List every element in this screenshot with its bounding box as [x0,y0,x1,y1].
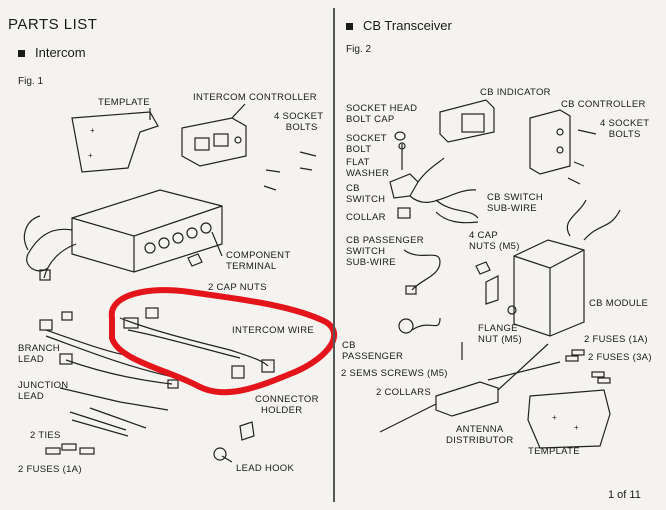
template-part [71,111,159,173]
figure-label-2: Fig. 2 [346,44,372,55]
section-intercom: Intercom [18,45,86,60]
label-cb-module: CB MODULE [589,298,649,309]
column-divider [333,8,335,502]
svg-text:+: + [90,126,95,135]
label-cap-nuts-left: 2 CAP NUTS [208,282,267,293]
label-cb-indicator: CB INDICATOR [480,87,551,98]
svg-text:+: + [88,151,93,160]
bullet-icon [346,23,353,31]
section-cb-transceiver: CB Transceiver [346,18,452,33]
label-collar: COLLAR [346,212,386,223]
highlight-circle [108,287,337,396]
component-terminal-part [71,189,223,273]
page-title: PARTS LIST [8,16,98,33]
label-fuses-3a: 2 FUSES (3A) [588,352,652,363]
label-fuses-1a: 2 FUSES (1A) [584,334,648,345]
label-intercom-wire: INTERCOM WIRE [232,325,315,336]
label-template: TEMPLATE [98,97,150,108]
label-cb-controller: CB CONTROLLER [561,99,646,110]
figure-label-1: Fig. 1 [18,76,44,87]
cb-controller-part [529,109,571,175]
label-ties: 2 TIES [30,430,61,441]
cb-module-part [513,239,585,337]
svg-text:+: + [552,413,557,422]
label-lead-hook: LEAD HOOK [236,463,295,474]
svg-text:+: + [574,423,579,432]
label-template-right: TEMPLATE [528,446,580,457]
label-intercom-controller: INTERCOM CONTROLLER [193,92,317,103]
cb-indicator-part [439,99,495,143]
label-collars: 2 COLLARS [376,387,431,398]
bullet-icon [18,50,25,58]
label-fuses-left: 2 FUSES (1A) [18,464,82,475]
page-number: 1 of 11 [608,489,641,501]
template-right-part [527,389,611,449]
label-sems-screws: 2 SEMS SCREWS (M5) [341,368,448,379]
antenna-distributor-part [435,381,499,417]
